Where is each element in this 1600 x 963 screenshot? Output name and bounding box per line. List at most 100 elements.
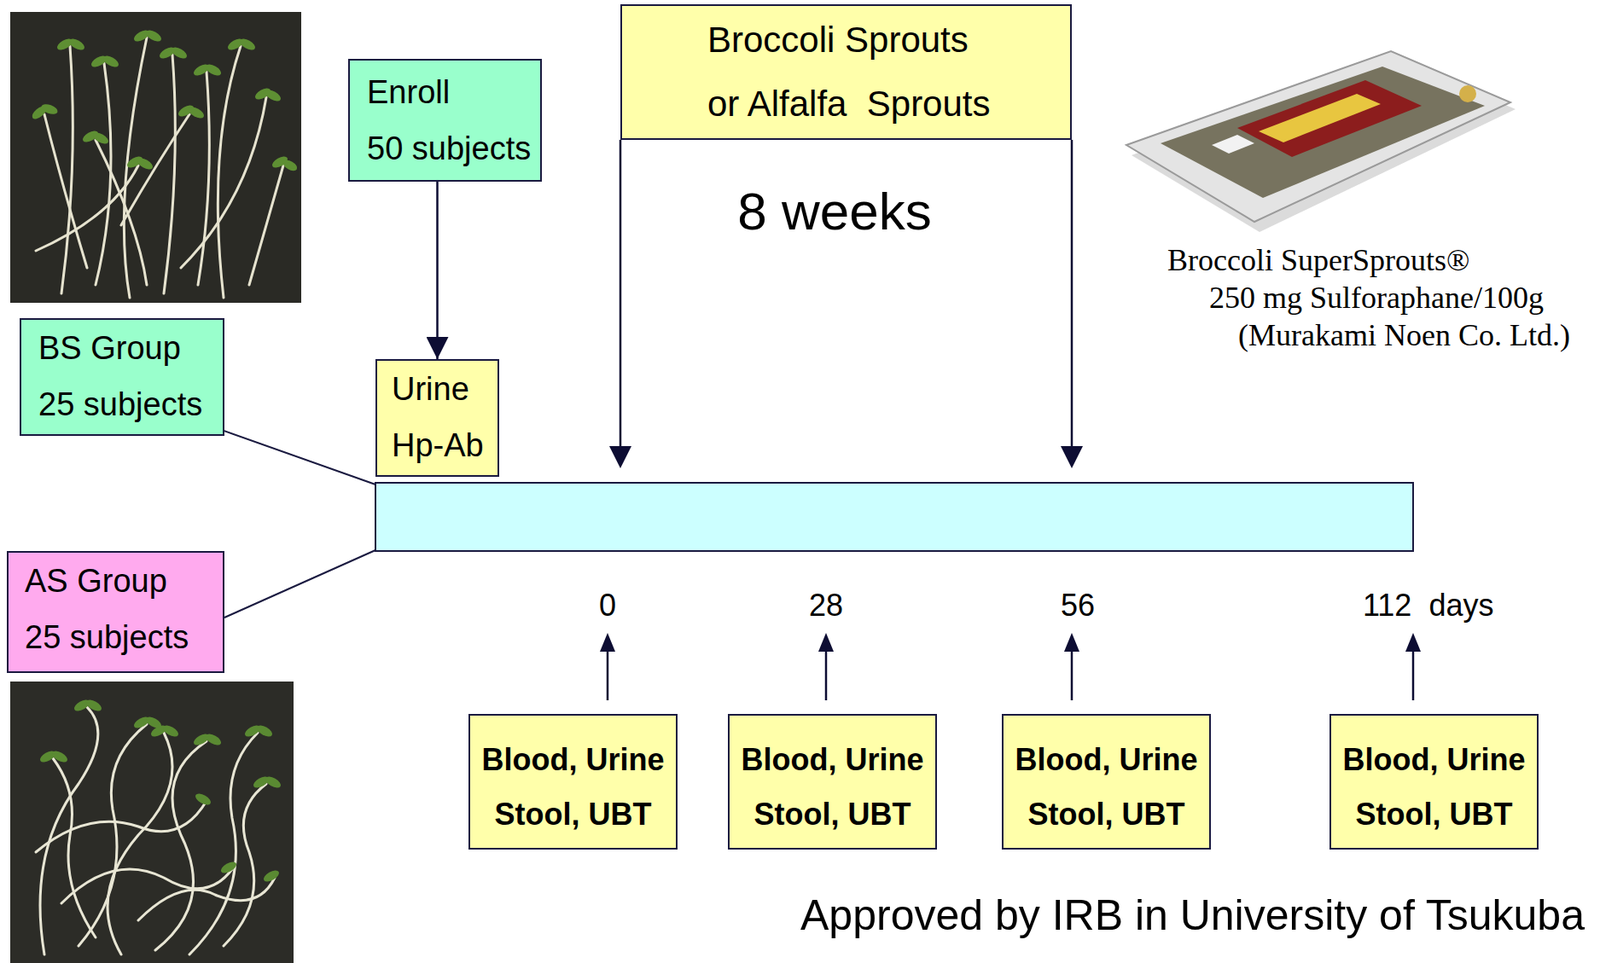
sprout-leaves — [261, 868, 281, 885]
package-sprouts — [1160, 66, 1485, 198]
product-name: Broccoli SuperSprouts® — [1167, 242, 1470, 280]
box-text: Blood, Urine Stool, UBT — [477, 733, 670, 843]
sprout-leaves — [193, 791, 213, 809]
alfalfa-photo — [10, 681, 294, 963]
package-label — [1237, 80, 1422, 158]
product-note: 250 mg Sulforaphane/100g — [1209, 279, 1544, 317]
sprout-leaves — [169, 45, 189, 62]
sprout-stems — [138, 878, 275, 921]
product-maker: (Murakami Noen Co. Ltd.) — [1238, 317, 1571, 355]
group-box: BS Group25 subjects — [19, 318, 225, 437]
sprout-stems — [61, 46, 73, 294]
box-text: Blood, Urine Stool, UBT — [1010, 733, 1203, 843]
box-text: 25 subjects — [24, 609, 189, 666]
sprout-stems — [155, 741, 207, 951]
package-sticker — [1211, 134, 1255, 154]
box-text: 25 subjects — [38, 376, 203, 433]
sprout-stems — [197, 71, 210, 286]
period-bracket — [609, 139, 1083, 469]
sprout-leaves — [255, 723, 274, 740]
box-text: AS Group — [24, 552, 168, 610]
sprout-stems — [163, 54, 175, 294]
sprout-leaves — [67, 36, 87, 53]
box-text: Hp-Ab — [391, 417, 484, 474]
package-seal — [1459, 85, 1477, 103]
package-label-band — [1258, 93, 1381, 143]
flow-arrow — [436, 181, 439, 360]
sprout-stems — [107, 733, 173, 955]
sprout-stems — [35, 165, 139, 251]
sprout-leaves — [238, 36, 257, 53]
sampling-arrows — [818, 633, 834, 652]
sprout-stems — [61, 869, 233, 904]
sprout-leaves — [135, 156, 155, 173]
box-text: Broccoli Sprouts or Alfalfa Sprouts — [707, 7, 1001, 136]
photo-ground — [10, 11, 302, 303]
sprout-leaves — [29, 28, 299, 174]
broccoli-photo — [10, 11, 302, 303]
timeline-bar — [375, 482, 1414, 552]
sprout-leaves — [50, 749, 70, 766]
sprout-leaves — [203, 732, 223, 749]
sprout-stems — [217, 46, 241, 298]
sprout-stems — [95, 63, 111, 286]
sprout-leaves — [219, 860, 239, 877]
sampling-box: Blood, Urine Stool, UBT — [1001, 714, 1211, 850]
day-label: 112 days — [1362, 587, 1494, 624]
sprout-leaves — [161, 723, 181, 740]
sampling-arrows — [606, 648, 610, 701]
group-box: AS Group25 subjects — [6, 551, 225, 674]
sprout-stems — [249, 165, 284, 286]
sprout-leaves — [281, 157, 300, 174]
sampling-arrows — [599, 633, 1421, 701]
day-label: 28 — [808, 587, 844, 624]
sprout-leaves — [144, 28, 163, 45]
sampling-arrows — [1070, 648, 1074, 701]
sampling-box: Blood, Urine Stool, UBT — [727, 714, 937, 850]
sampling-box: Blood, Urine Stool, UBT — [1329, 714, 1539, 850]
period-bracket — [619, 139, 623, 449]
sprout-stems — [78, 724, 147, 947]
enroll-box: Enroll50 subjects — [348, 58, 542, 182]
package-tray — [1126, 51, 1511, 222]
sprout-stems — [52, 758, 96, 938]
box-text: Enroll — [366, 64, 450, 121]
sampling-arrows — [825, 648, 828, 701]
approval-note: Approved by IRB in University of Tsukuba — [800, 890, 1585, 942]
sprout-leaves — [38, 698, 283, 885]
box-text: Urine — [391, 360, 470, 418]
sampling-arrows — [1405, 633, 1421, 652]
sprout-leaves — [186, 104, 206, 122]
box-text: Blood, Urine Stool, UBT — [736, 733, 929, 843]
sprout-leaves — [84, 698, 104, 715]
sampling-box: Blood, Urine Stool, UBT — [468, 714, 678, 850]
sampling-arrows — [1412, 648, 1415, 701]
sprout-leaves — [40, 102, 59, 117]
photo-ground — [10, 681, 294, 963]
sprout-stems — [180, 97, 267, 268]
sprout-leaves — [203, 62, 223, 79]
sprout-leaves — [101, 53, 121, 70]
sprout-stems — [35, 801, 207, 853]
duration-label: 8 weeks — [737, 180, 931, 244]
box-text: BS Group — [38, 320, 181, 377]
intervention-box: Broccoli Sprouts or Alfalfa Sprouts — [620, 4, 1072, 140]
sprout-leaves — [263, 774, 283, 792]
period-bracket — [1070, 139, 1074, 449]
sprout-stems — [35, 37, 284, 298]
box-text: 50 subjects — [366, 120, 531, 177]
group-leader-line — [224, 550, 376, 618]
sprout-leaves — [263, 87, 283, 105]
sprout-stems — [121, 114, 190, 226]
day-label: 0 — [599, 587, 617, 624]
sprout-leaves — [91, 130, 111, 147]
group-leader-line — [214, 427, 376, 485]
sampling-arrows — [599, 633, 616, 652]
sprout-package — [1126, 51, 1516, 233]
sprout-stems — [35, 707, 275, 955]
sampling-arrows — [1064, 633, 1080, 652]
period-bracket — [1060, 446, 1083, 469]
